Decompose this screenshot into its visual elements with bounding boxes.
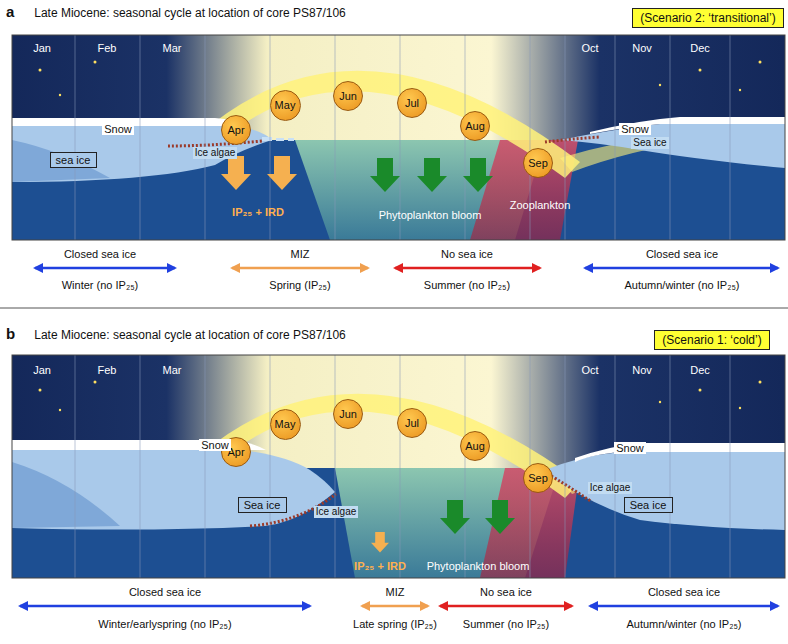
ice-label: Ice algae: [193, 147, 238, 159]
node-text: Sea ice: [244, 499, 281, 511]
sun-month: Jul: [397, 408, 427, 438]
season-label: Autumn/winter (no IP₂₅): [624, 618, 743, 631]
node-text: sea ice: [56, 154, 91, 166]
ip25-label: IP₂₅ + IRD: [232, 206, 284, 219]
month-label: Nov: [632, 42, 652, 55]
month-label: Oct: [581, 42, 598, 55]
node-text: Sep: [528, 157, 548, 169]
scene-label: Phytoplankton bloom: [379, 209, 482, 222]
ice-label: Sea ice: [631, 137, 668, 149]
snow-label: Snow: [199, 439, 231, 452]
node-text: Apr: [227, 124, 244, 136]
node-text: Sea ice: [630, 499, 667, 511]
panel-letter: a: [6, 3, 14, 20]
season-label: MIZ: [289, 248, 312, 261]
sun-month: May: [270, 90, 301, 121]
panel-title: Late Miocene: seasonal cycle at location…: [34, 7, 346, 21]
sun-month: Aug: [460, 111, 490, 141]
season-label: No sea ice: [439, 248, 495, 261]
sun-month: Jul: [397, 88, 427, 118]
node-text: May: [275, 418, 296, 430]
ip25-label: IP₂₅ + IRD: [354, 560, 406, 573]
sea-ice-box: Sea ice: [624, 497, 673, 513]
sun-month: Jun: [333, 81, 363, 111]
month-label: Dec: [690, 42, 710, 55]
month-label: Mar: [163, 42, 182, 55]
scenario-box: (Scenario 2: ‘transitional’): [632, 8, 784, 28]
season-label: Winter (no IP₂₅): [60, 279, 141, 292]
ice-label: Ice algae: [588, 482, 633, 494]
season-label: Closed sea ice: [62, 248, 138, 261]
season-label: Closed sea ice: [646, 586, 722, 599]
season-label: Closed sea ice: [127, 586, 203, 599]
month-label: Mar: [163, 364, 182, 377]
sun-month: Aug: [460, 431, 490, 461]
snow-label: Snow: [614, 442, 646, 455]
month-label: Dec: [690, 364, 710, 377]
season-label: Summer (no IP₂₅): [422, 279, 512, 292]
scene-label: Phytoplankton bloom: [427, 560, 530, 573]
panel-letter: b: [6, 325, 15, 342]
panel-a-scene: [12, 35, 785, 240]
sea-ice-box: sea ice: [50, 152, 97, 168]
node-text: Jul: [405, 97, 419, 109]
season-label: Summer (no IP₂₅): [461, 618, 551, 631]
month-label: Jan: [33, 364, 51, 377]
snow-label: Snow: [102, 123, 134, 136]
node-text: Jun: [339, 408, 357, 420]
node-text: Aug: [465, 120, 485, 132]
season-label: Autumn/winter (no IP₂₅): [622, 279, 741, 292]
season-label: Late spring (IP₂₅): [351, 618, 439, 631]
season-label: Winter/earlyspring (no IP₂₅): [96, 618, 233, 631]
ice-label: Ice algae: [314, 506, 359, 518]
month-label: Feb: [98, 364, 117, 377]
node-text: Jun: [339, 90, 357, 102]
node-text: Aug: [465, 440, 485, 452]
scene-label: Zooplankton: [510, 199, 571, 212]
season-label: No sea ice: [478, 586, 534, 599]
node-text: Sep: [528, 472, 548, 484]
sun-month: Jun: [333, 399, 363, 429]
sun-month: Sep: [523, 148, 553, 178]
sea-ice-box: Sea ice: [238, 497, 287, 513]
node-text: (Scenario 1: ‘cold’): [662, 333, 761, 347]
month-label: Jan: [33, 42, 51, 55]
season-label: Closed sea ice: [644, 248, 720, 261]
month-label: Oct: [581, 364, 598, 377]
season-label: Spring (IP₂₅): [267, 279, 332, 292]
panel-b-scene: [12, 355, 785, 578]
node-text: (Scenario 2: ‘transitional’): [640, 11, 775, 25]
snow-label: Snow: [619, 123, 651, 136]
sun-month: Apr: [221, 115, 251, 145]
month-label: Nov: [632, 364, 652, 377]
sun-month: Sep: [523, 463, 553, 493]
scenario-box: (Scenario 1: ‘cold’): [654, 330, 770, 350]
season-label: MIZ: [384, 586, 407, 599]
node-text: Jul: [405, 417, 419, 429]
node-text: May: [275, 99, 296, 111]
panel-title: Late Miocene: seasonal cycle at location…: [34, 329, 346, 343]
month-label: Feb: [98, 42, 117, 55]
sun-month: May: [270, 409, 301, 440]
